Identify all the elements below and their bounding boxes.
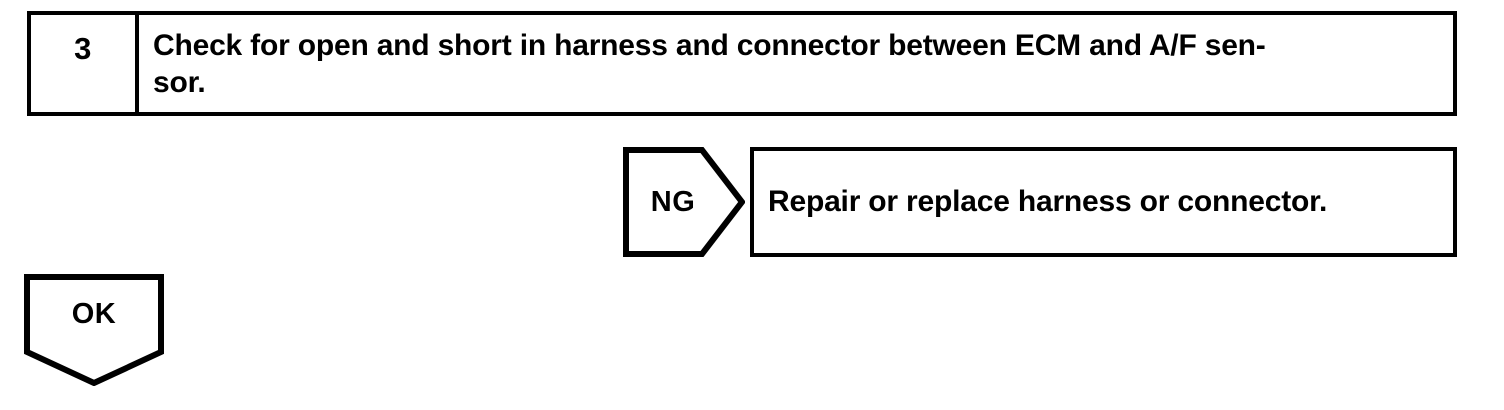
step-number-cell: 3 (31, 15, 139, 112)
ok-branch-label: OK (71, 297, 117, 330)
ok-arrow-shape (24, 274, 164, 386)
step-instruction-cell: Check for open and short in harness and … (139, 15, 1453, 112)
ng-result-box: Repair or replace harness or connector. (750, 147, 1457, 257)
ng-branch-label: NG (650, 185, 696, 218)
step-instruction-text: Check for open and short in harness and … (153, 29, 1266, 99)
ng-arrow-shape (623, 147, 745, 257)
step-row: 3 Check for open and short in harness an… (27, 11, 1457, 116)
step-number-value: 3 (74, 31, 92, 66)
ng-result-text: Repair or replace harness or connector. (768, 185, 1328, 218)
